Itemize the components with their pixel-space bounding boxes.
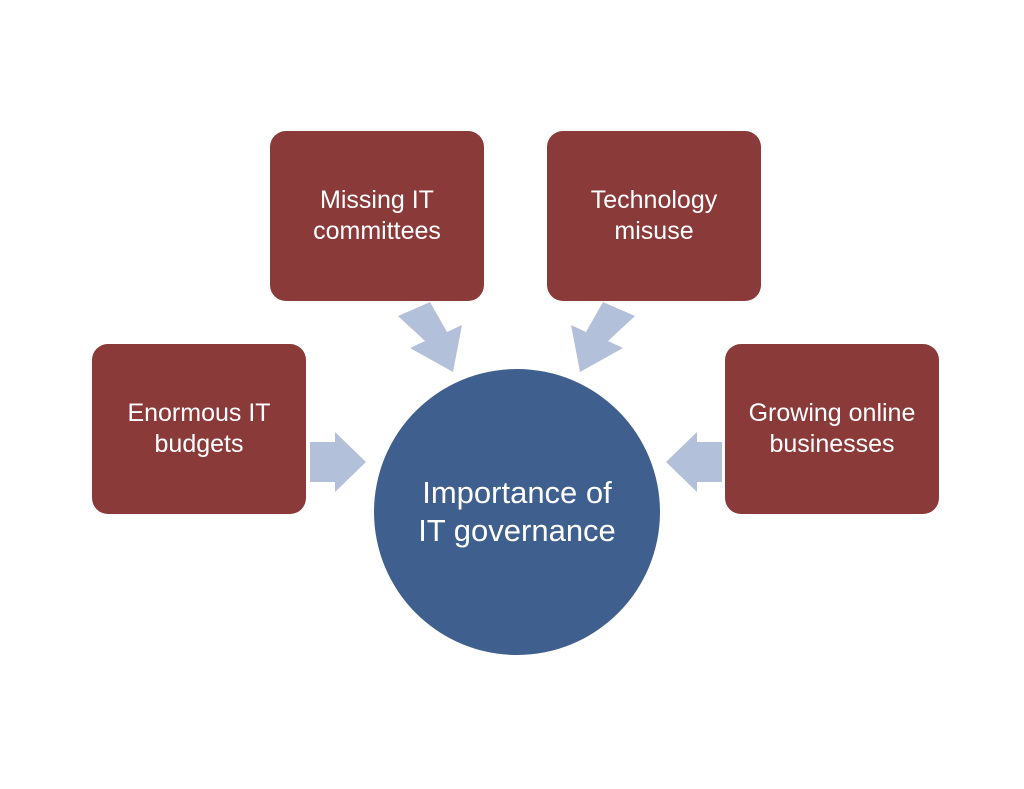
missing-it-committees-label: Missing IT committees [313, 186, 441, 245]
arrow-from-online-businesses [666, 432, 722, 492]
technology-misuse-label: Technology misuse [590, 186, 718, 245]
technology-misuse-box: Technology misuse [547, 131, 761, 301]
growing-online-businesses-label: Growing online businesses [748, 399, 916, 458]
growing-online-businesses-box: Growing online businesses [725, 344, 939, 514]
arrow-from-enormous-budgets [310, 432, 366, 492]
arrow-from-missing-committees [398, 302, 462, 372]
arrow-from-technology-misuse [571, 302, 635, 372]
enormous-it-budgets-box: Enormous IT budgets [92, 344, 306, 514]
enormous-it-budgets-label: Enormous IT budgets [127, 399, 271, 458]
missing-it-committees-box: Missing IT committees [270, 131, 484, 301]
hub-label: Importance of IT governance [418, 475, 616, 548]
it-governance-hub-circle: Importance of IT governance [374, 369, 660, 655]
